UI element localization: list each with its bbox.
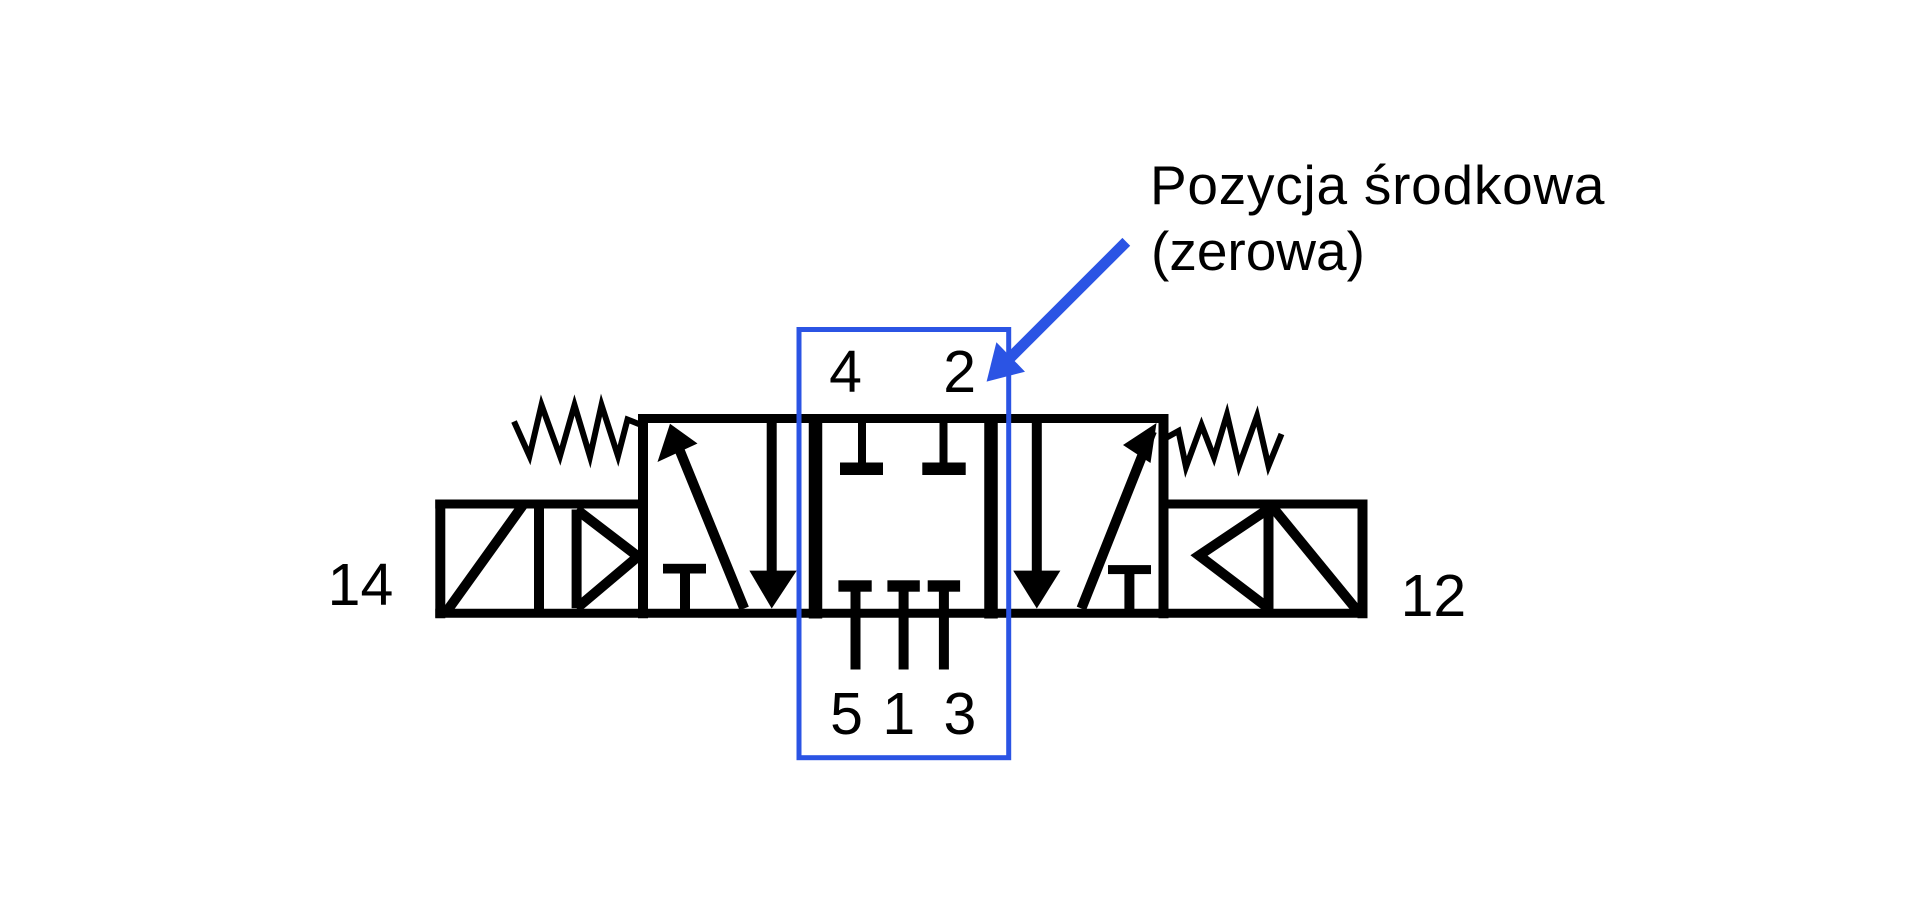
svg-text:12: 12 [1401,563,1467,629]
svg-text:14: 14 [328,552,394,618]
svg-text:2: 2 [943,339,976,405]
svg-text:Pozycja środkowa: Pozycja środkowa [1150,154,1605,216]
svg-text:(zerowa): (zerowa) [1151,220,1365,282]
svg-text:5: 5 [830,681,863,747]
svg-text:4: 4 [829,339,862,405]
svg-text:3: 3 [943,681,976,747]
svg-text:1: 1 [882,681,915,747]
